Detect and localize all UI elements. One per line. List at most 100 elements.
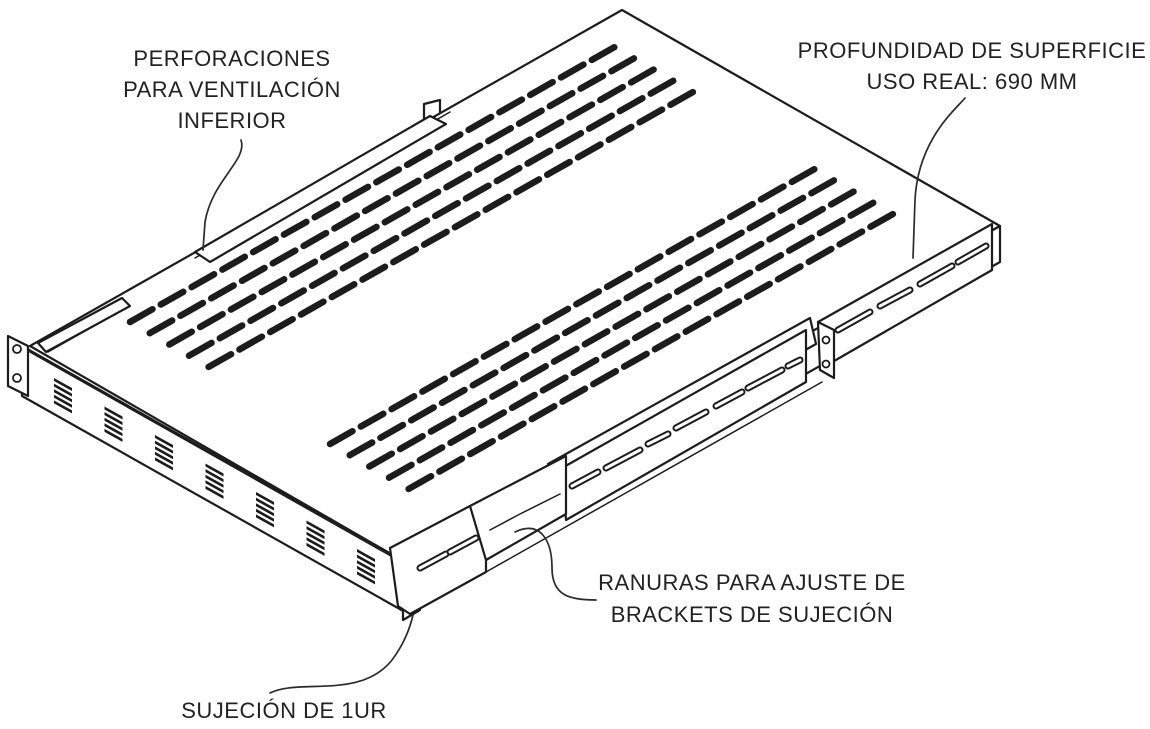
vent-slot bbox=[146, 317, 176, 337]
vent-slot bbox=[620, 350, 650, 370]
vent-slot bbox=[713, 298, 743, 318]
vent-slot bbox=[715, 229, 745, 249]
front-vent-slot bbox=[205, 480, 224, 494]
front-vent-slot bbox=[357, 554, 375, 568]
vent-slot bbox=[766, 223, 796, 243]
vent-slot bbox=[289, 258, 319, 278]
rail-slot-opening bbox=[646, 432, 670, 446]
front-vent-slot bbox=[306, 531, 325, 545]
vent-slot bbox=[808, 177, 838, 197]
vent-slot bbox=[373, 166, 403, 186]
rail-slot-opening bbox=[604, 448, 642, 470]
vent-slot bbox=[643, 293, 673, 313]
vent-slot bbox=[419, 375, 449, 395]
vent-slot bbox=[451, 211, 481, 231]
vent-slot bbox=[577, 72, 607, 92]
vent-slot bbox=[236, 333, 266, 353]
vent-slot bbox=[539, 374, 569, 394]
vent-slot bbox=[519, 363, 549, 383]
vent-slot bbox=[608, 55, 638, 75]
front-vent-slot bbox=[104, 417, 123, 431]
vent-slot bbox=[396, 432, 426, 453]
vent-slot bbox=[542, 305, 572, 325]
vent-slot bbox=[308, 269, 338, 290]
vent-slot bbox=[665, 235, 695, 256]
vent-slot bbox=[431, 199, 461, 220]
vent-slot bbox=[693, 286, 723, 307]
front-vent-slot bbox=[155, 457, 173, 471]
vent-slot bbox=[696, 218, 726, 238]
vent-slot bbox=[827, 188, 857, 208]
vent-slot bbox=[526, 78, 556, 99]
vent-slot bbox=[601, 339, 631, 359]
rail-slot-opening bbox=[674, 410, 708, 430]
vent-slot bbox=[326, 427, 356, 448]
front-vent-slot bbox=[155, 451, 173, 465]
vent-slot bbox=[331, 212, 361, 232]
vent-slot bbox=[436, 455, 466, 475]
vent-slot bbox=[216, 322, 246, 342]
label-depth-line-2: USO REAL: 690 MM bbox=[867, 69, 1078, 94]
vent-slot bbox=[757, 183, 787, 203]
front-vent-slot bbox=[306, 537, 325, 551]
vent-slot bbox=[634, 253, 664, 273]
vent-slot bbox=[485, 125, 515, 145]
rail-slot-opening bbox=[956, 244, 988, 264]
label-slots-line-1: RANURAS PARA AJUSTE DE bbox=[598, 570, 906, 595]
vent-slot bbox=[412, 188, 442, 208]
vent-slot bbox=[513, 176, 543, 196]
vent-slot bbox=[631, 321, 661, 342]
leader-mount bbox=[269, 614, 414, 694]
vent-slot bbox=[704, 258, 734, 278]
vent-slot bbox=[447, 426, 477, 447]
vent-slot bbox=[524, 147, 554, 167]
front-vent-grilles bbox=[54, 378, 375, 585]
label-mount-line-1: SUJECIÓN DE 1UR bbox=[181, 698, 387, 723]
vent-slot bbox=[581, 328, 611, 348]
vent-slot bbox=[297, 298, 327, 318]
front-vent-slot bbox=[205, 485, 224, 499]
vent-slot bbox=[227, 293, 257, 313]
rail-slot-opening bbox=[786, 358, 802, 368]
vent-slot bbox=[403, 148, 433, 169]
vent-slot bbox=[489, 380, 519, 400]
vent-slot bbox=[597, 83, 627, 104]
leader-slots bbox=[514, 527, 597, 601]
vent-slot bbox=[746, 212, 776, 232]
vent-slot bbox=[816, 217, 846, 237]
front-vent-slot bbox=[104, 423, 123, 437]
vent-slot bbox=[126, 305, 156, 326]
front-vent-slot bbox=[155, 446, 173, 460]
front-vent-slot bbox=[155, 435, 173, 448]
vent-slot bbox=[592, 299, 622, 319]
vent-slot bbox=[647, 77, 677, 97]
leader-depth bbox=[912, 97, 966, 259]
vent-slot bbox=[867, 210, 897, 231]
vent-slot bbox=[682, 315, 712, 335]
vent-slot bbox=[636, 106, 666, 126]
vent-slot bbox=[466, 437, 496, 458]
vent-slot bbox=[390, 246, 420, 266]
vent-slot bbox=[504, 136, 534, 156]
rail-slot-opening bbox=[878, 288, 912, 308]
vent-slot bbox=[469, 369, 499, 389]
vent-slot bbox=[515, 107, 545, 127]
vent-slot bbox=[574, 141, 604, 161]
front-vent-slot bbox=[357, 565, 375, 579]
vent-slot bbox=[188, 271, 218, 291]
front-vent-slot bbox=[54, 394, 72, 408]
front-vent-slot bbox=[104, 412, 123, 426]
front-vent-slot bbox=[54, 383, 72, 397]
front-vent-slot bbox=[205, 469, 224, 483]
vent-slot bbox=[847, 199, 877, 219]
rail-slot-opening bbox=[714, 390, 744, 408]
label-ventilation-line-2: PARA VENTILACIÓN bbox=[123, 77, 341, 102]
front-vent-slot bbox=[155, 440, 173, 454]
vent-slot bbox=[438, 386, 468, 407]
vent-slot bbox=[743, 280, 773, 300]
vent-slot bbox=[423, 159, 453, 180]
label-depth: PROFUNDIDAD DE SUPERFICIE USO REAL: 690 … bbox=[798, 38, 1146, 94]
rail-slot-opening bbox=[570, 470, 600, 488]
vent-slot bbox=[392, 177, 422, 197]
vent-slot bbox=[605, 123, 635, 144]
